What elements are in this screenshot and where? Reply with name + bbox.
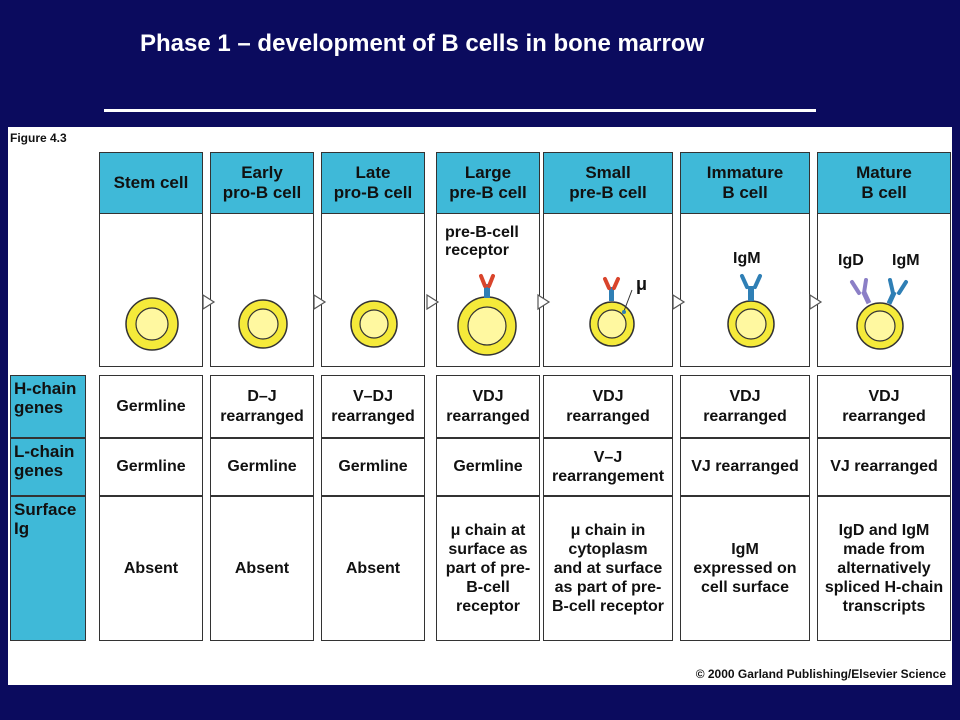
- surface-ig-early-pro-b: Absent: [210, 496, 314, 641]
- igm-label-immature: IgM: [733, 250, 761, 267]
- row-label-surface-ig: Surface Ig: [10, 496, 86, 641]
- h-chain-mature-b: VDJ rearranged: [817, 375, 951, 438]
- immature-b-picture: IgM: [680, 214, 810, 367]
- early-pro-b-picture: [210, 214, 314, 367]
- column-header-small-pre-b: Small pre-B cell: [543, 152, 673, 214]
- arrow-right-icon: [202, 293, 216, 311]
- h-chain-immature-b: VDJ rearranged: [680, 375, 810, 438]
- title-underline: [104, 109, 816, 112]
- large-pre-b-cell-icon: [457, 274, 517, 356]
- immature-b-cell-icon: [727, 274, 775, 348]
- row-label-l-chain: L-chain genes: [10, 438, 86, 496]
- h-chain-large-pre-b: VDJ rearranged: [436, 375, 540, 438]
- late-pro-b-picture: [321, 214, 425, 367]
- mature-b-cell-icon: [850, 278, 908, 350]
- early-pro-b-cell-icon: [238, 299, 288, 349]
- surface-ig-large-pre-b: μ chain at surface as part of pre- B-cel…: [436, 496, 540, 641]
- surface-ig-stem-cell: Absent: [99, 496, 203, 641]
- arrow-right-icon: [426, 293, 440, 311]
- l-chain-stem-cell: Germline: [99, 438, 203, 496]
- arrow-right-icon: [809, 293, 823, 311]
- arrow-right-icon: [537, 293, 551, 311]
- figure-panel: Figure 4.3 Stem cell Early pro-B cell La…: [8, 127, 952, 685]
- large-pre-b-picture: pre-B-cell receptor: [436, 214, 540, 367]
- l-chain-mature-b: VJ rearranged: [817, 438, 951, 496]
- column-header-stem-cell: Stem cell: [99, 152, 203, 214]
- l-chain-early-pro-b: Germline: [210, 438, 314, 496]
- column-header-large-pre-b: Large pre-B cell: [436, 152, 540, 214]
- l-chain-immature-b: VJ rearranged: [680, 438, 810, 496]
- h-chain-late-pro-b: V–DJ rearranged: [321, 375, 425, 438]
- h-chain-small-pre-b: VDJ rearranged: [543, 375, 673, 438]
- copyright-notice: © 2000 Garland Publishing/Elsevier Scien…: [695, 667, 946, 681]
- l-chain-large-pre-b: Germline: [436, 438, 540, 496]
- l-chain-small-pre-b: V–J rearrangement: [543, 438, 673, 496]
- column-header-early-pro-b: Early pro-B cell: [210, 152, 314, 214]
- mu-label: μ: [636, 274, 648, 294]
- pre-b-cell-receptor-label: pre-B-cell receptor: [445, 224, 519, 260]
- igm-label-mature: IgM: [892, 252, 920, 269]
- small-pre-b-cell-icon: [589, 277, 635, 347]
- l-chain-late-pro-b: Germline: [321, 438, 425, 496]
- h-chain-early-pro-b: D–J rearranged: [210, 375, 314, 438]
- small-pre-b-picture: μ: [543, 214, 673, 367]
- column-header-mature-b: Mature B cell: [817, 152, 951, 214]
- arrow-right-icon: [313, 293, 327, 311]
- surface-ig-late-pro-b: Absent: [321, 496, 425, 641]
- igd-label: IgD: [838, 252, 864, 269]
- stem-cell-picture: [99, 214, 203, 367]
- column-header-immature-b: Immature B cell: [680, 152, 810, 214]
- slide-title: Phase 1 – development of B cells in bone…: [140, 30, 705, 57]
- mature-b-picture: IgD IgM: [817, 214, 951, 367]
- surface-ig-small-pre-b: μ chain in cytoplasm and at surface as p…: [543, 496, 673, 641]
- figure-label: Figure 4.3: [10, 131, 67, 145]
- surface-ig-mature-b: IgD and IgM made from alternatively spli…: [817, 496, 951, 641]
- row-label-h-chain: H-chain genes: [10, 375, 86, 438]
- stem-cell-icon: [125, 297, 179, 351]
- surface-ig-immature-b: IgM expressed on cell surface: [680, 496, 810, 641]
- h-chain-stem-cell: Germline: [99, 375, 203, 438]
- late-pro-b-cell-icon: [350, 300, 398, 348]
- column-header-late-pro-b: Late pro-B cell: [321, 152, 425, 214]
- arrow-right-icon: [672, 293, 686, 311]
